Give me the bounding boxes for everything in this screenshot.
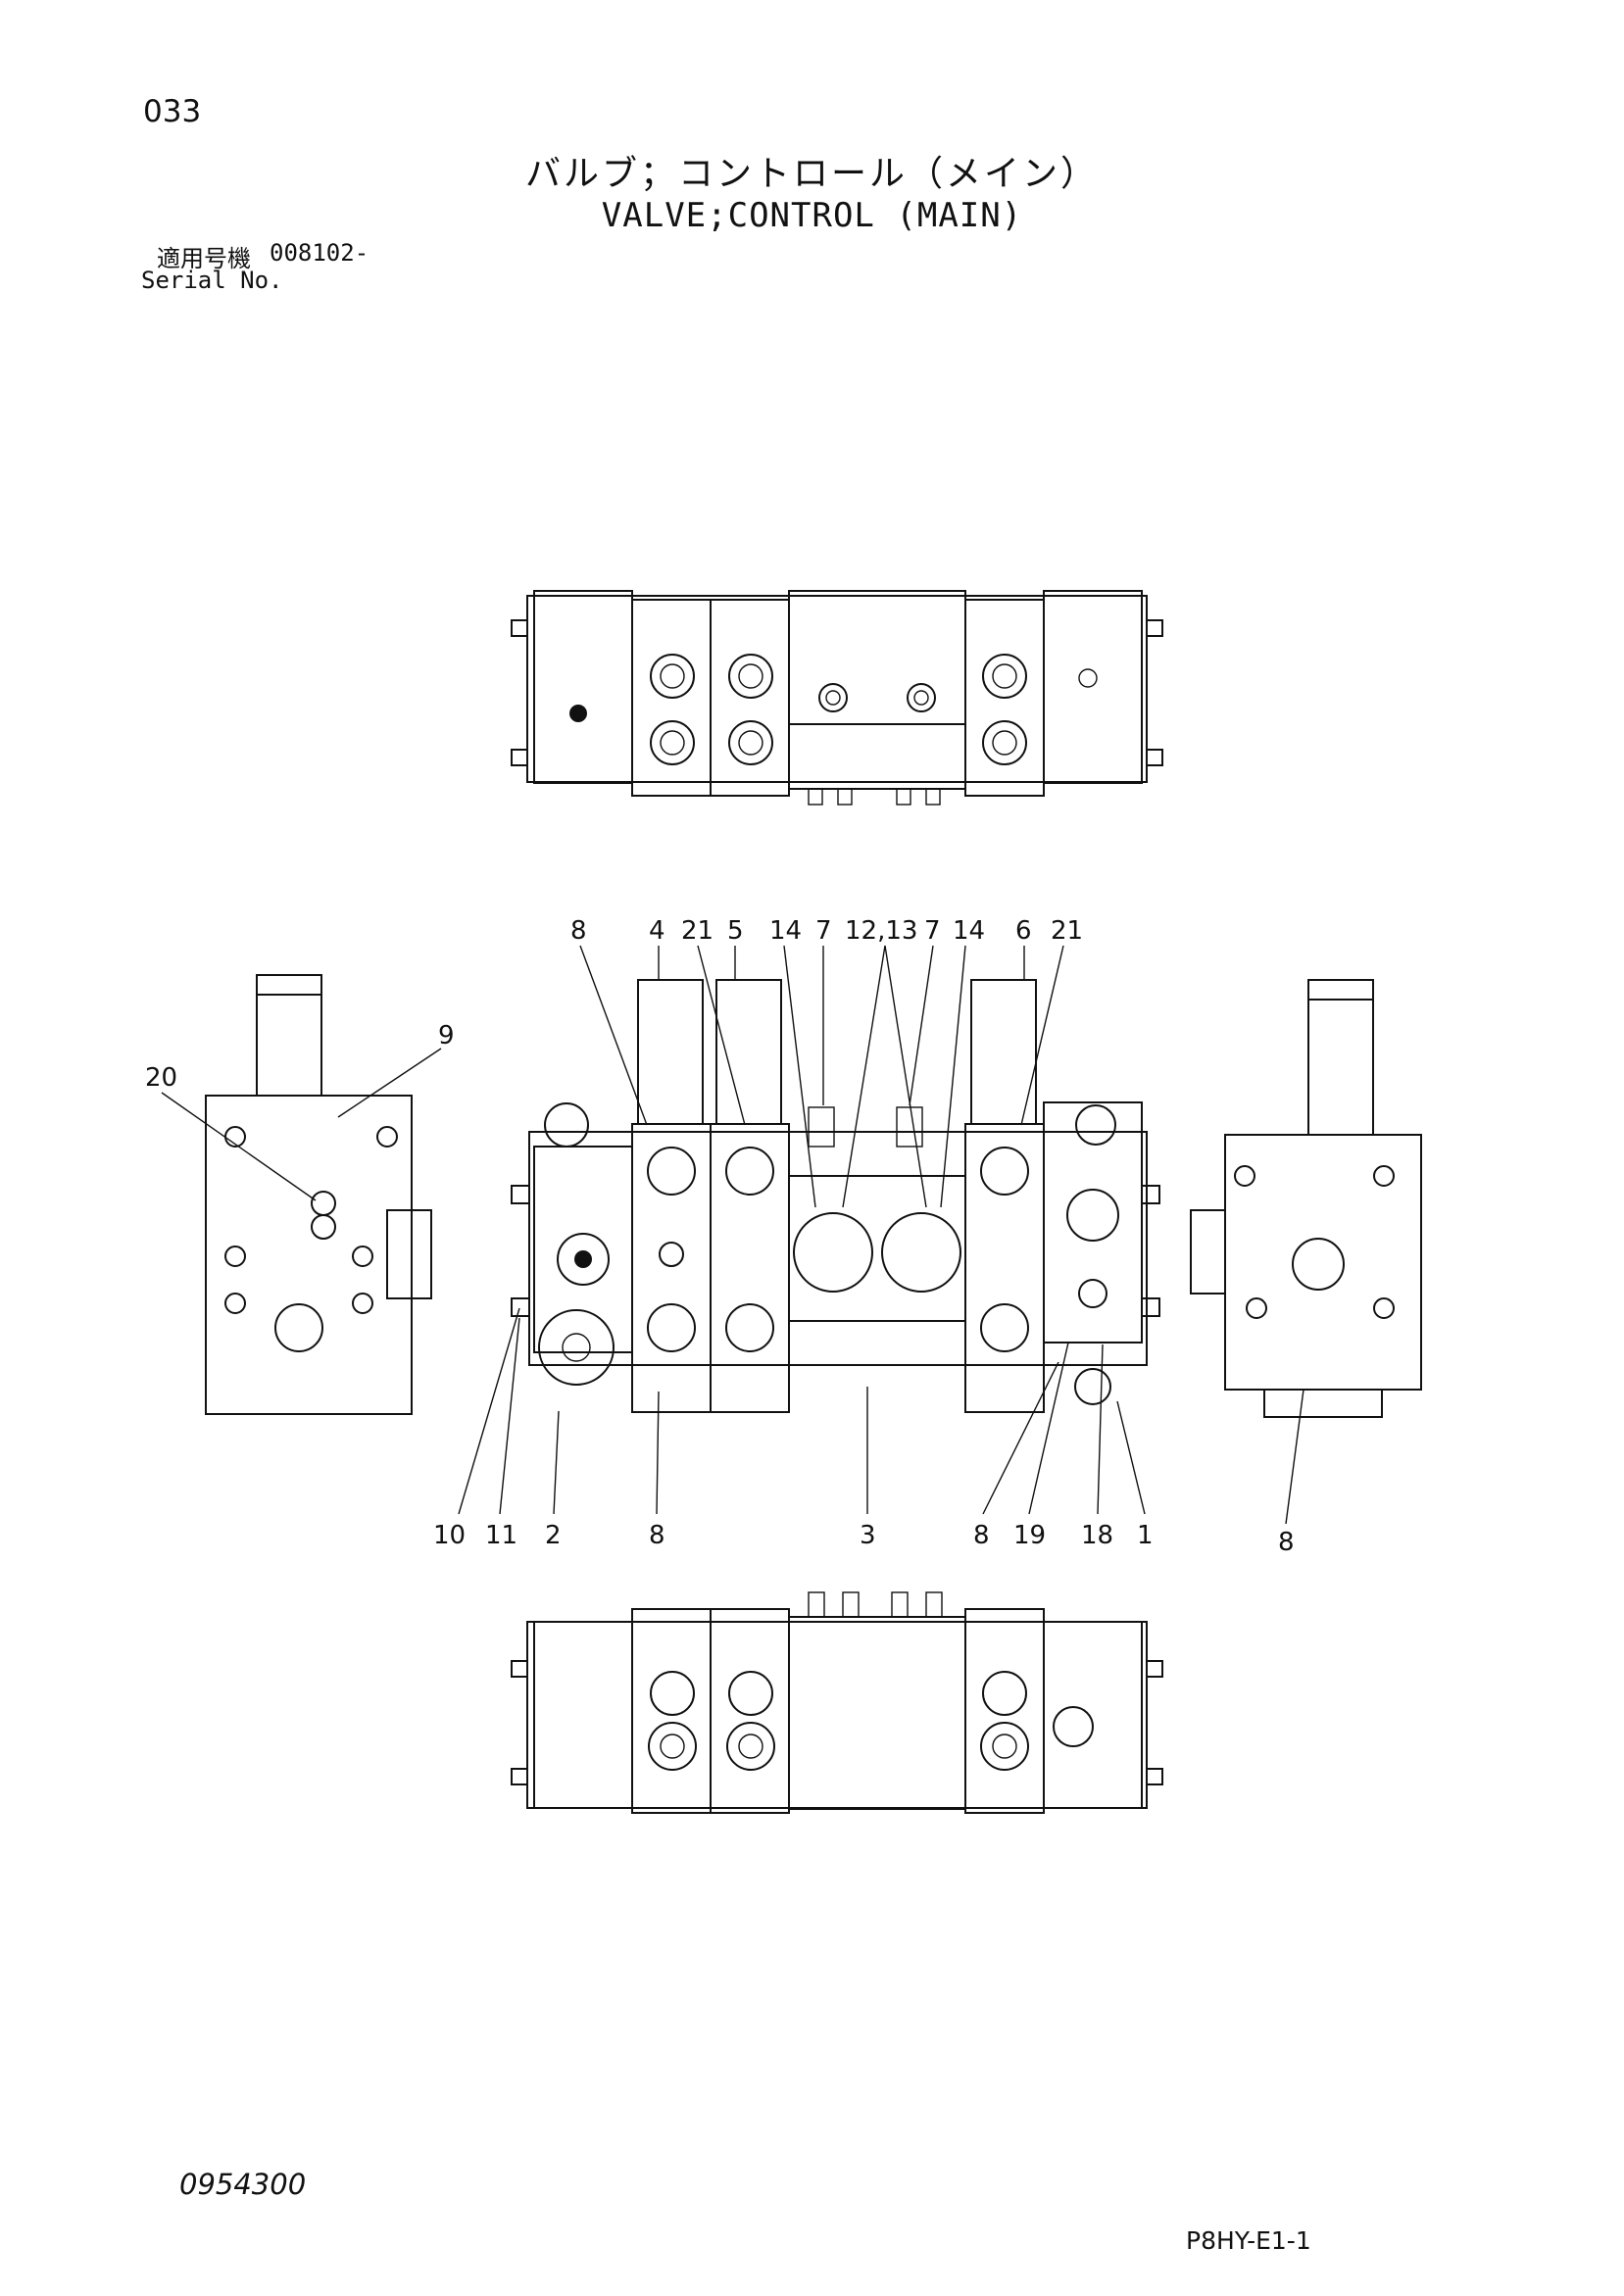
callout-7-right: 7 — [924, 916, 941, 946]
callout-labels-bottom: 10 11 2 8 3 8 19 18 1 8 — [433, 1521, 1295, 1557]
page-number: 033 — [143, 94, 202, 129]
callout-8-bottom-mid: 8 — [973, 1521, 990, 1550]
callout-2: 2 — [545, 1521, 562, 1550]
valve-bottom-view — [511, 1591, 1163, 1814]
callout-5: 5 — [727, 916, 744, 946]
callout-8-top: 8 — [570, 916, 587, 946]
serial-number-value: 008102- — [270, 239, 369, 267]
callout-labels-top: 8 4 21 5 14 7 12,13 7 14 6 21 — [570, 916, 1083, 946]
callout-12-13: 12,13 — [845, 916, 917, 946]
title-japanese: バルブ；コントロール（メイン） — [524, 154, 1099, 194]
callout-9: 9 — [438, 1021, 455, 1050]
valve-right-side-view — [1190, 979, 1422, 1418]
callout-7-left: 7 — [815, 916, 832, 946]
callout-21-right: 21 — [1051, 916, 1083, 946]
callout-14-left: 14 — [769, 916, 802, 946]
callout-3: 3 — [860, 1521, 876, 1550]
callout-10: 10 — [433, 1521, 466, 1550]
page-reference: P8HY-E1-1 — [1186, 2226, 1311, 2255]
callout-8-bottom-left: 8 — [649, 1521, 665, 1550]
callout-14-right: 14 — [953, 916, 985, 946]
valve-left-side-view — [205, 974, 432, 1415]
callout-20: 20 — [145, 1063, 177, 1093]
callout-4: 4 — [649, 916, 665, 946]
valve-top-view — [511, 590, 1163, 806]
callout-labels-left: 20 9 — [145, 1021, 455, 1093]
title-english: VALVE;CONTROL (MAIN) — [601, 196, 1023, 235]
serial-label-japanese: 適用号機 — [157, 245, 251, 272]
callout-8-bottom-right: 8 — [1278, 1528, 1295, 1557]
serial-label-english: Serial No. — [141, 267, 283, 294]
callout-18: 18 — [1081, 1521, 1113, 1550]
callout-1: 1 — [1137, 1521, 1154, 1550]
valve-front-view — [511, 979, 1160, 1413]
callout-19: 19 — [1013, 1521, 1046, 1550]
leader-lines — [161, 945, 1304, 1525]
document-number: 0954300 — [179, 2168, 307, 2201]
callout-6: 6 — [1015, 916, 1032, 946]
callout-11: 11 — [485, 1521, 517, 1550]
callout-21-left: 21 — [681, 916, 714, 946]
